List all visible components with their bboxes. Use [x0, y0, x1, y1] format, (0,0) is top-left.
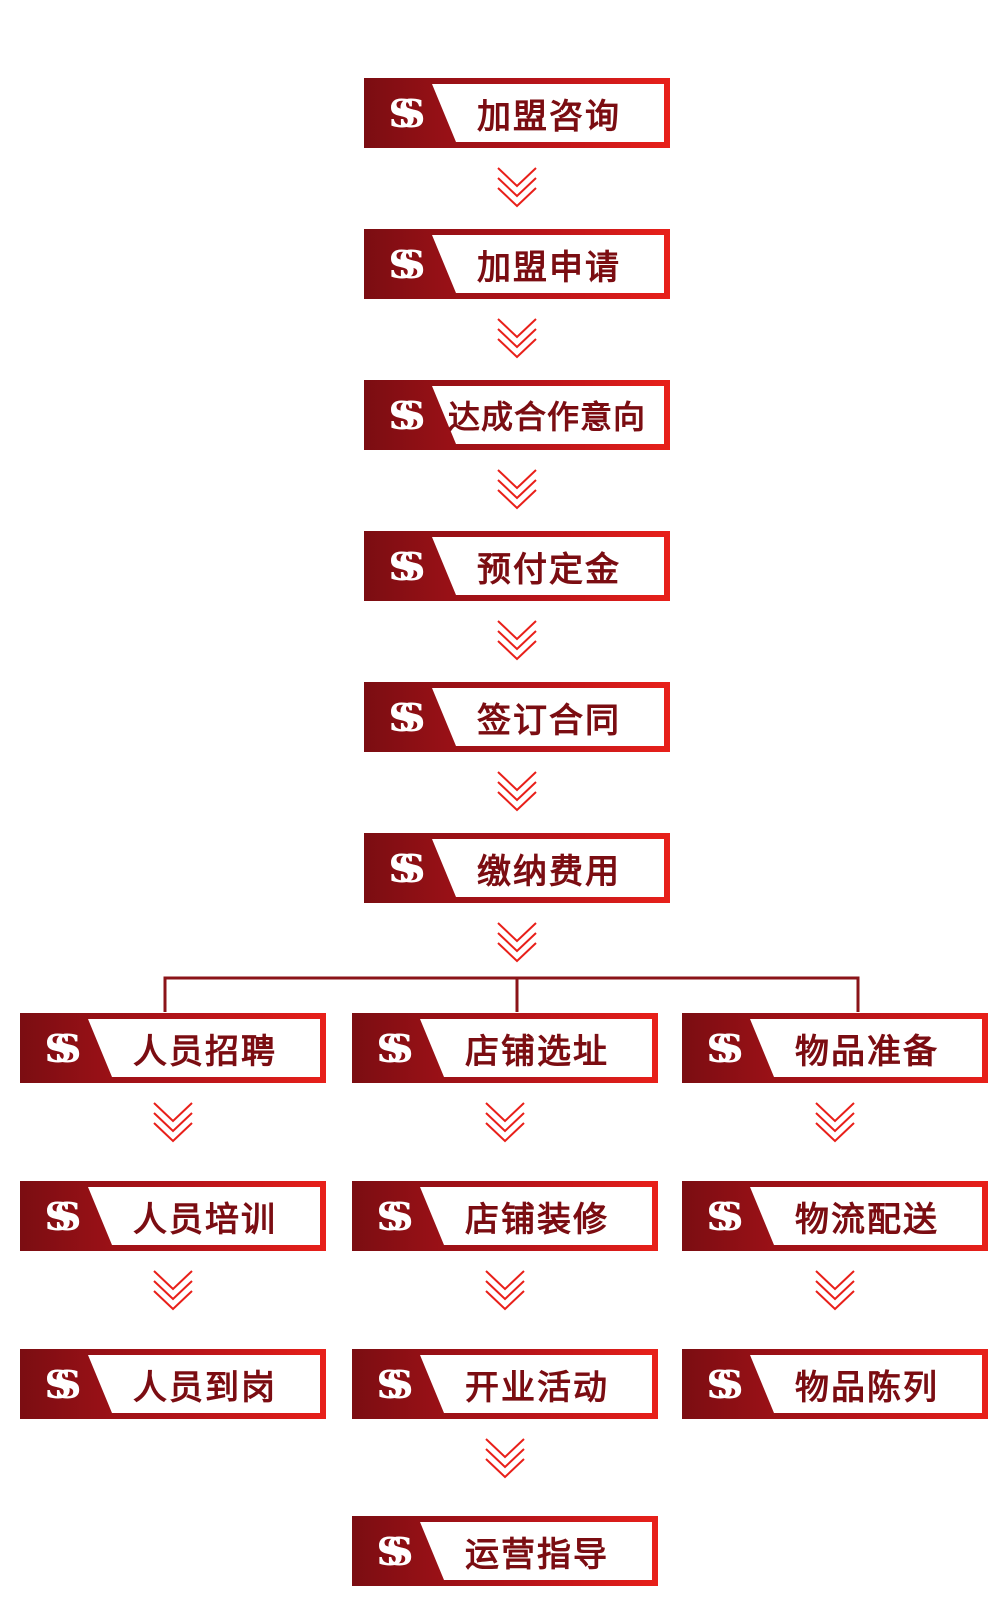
step-frame: [364, 833, 670, 903]
double-chevron-down-icon: [812, 1099, 858, 1145]
step-label: 缴纳费用: [477, 851, 621, 892]
step-frame: [364, 380, 670, 450]
step-label: 加盟申请: [477, 247, 621, 288]
double-chevron-down-icon: [150, 1267, 196, 1313]
step-label: 物品准备: [795, 1031, 939, 1072]
step-label: 运营指导: [465, 1534, 609, 1575]
branch-line: [163, 976, 860, 1012]
double-chevron-down-icon: [494, 164, 540, 210]
step-frame: [682, 1349, 988, 1419]
step-frame: [20, 1181, 326, 1251]
double-chevron-down-icon: [494, 315, 540, 361]
step-frame: [352, 1013, 658, 1083]
step-label: 达成合作意向: [447, 398, 646, 436]
step-frame: [20, 1349, 326, 1419]
step-frame: [20, 1013, 326, 1083]
double-chevron-down-icon: [482, 1267, 528, 1313]
step-label: 人员到岗: [133, 1367, 277, 1408]
step-frame: [364, 682, 670, 752]
double-chevron-down-icon: [812, 1267, 858, 1313]
step-label: 店铺装修: [465, 1199, 609, 1240]
step-frame: [364, 531, 670, 601]
step-frame: [682, 1181, 988, 1251]
step-label: 开业活动: [465, 1367, 609, 1408]
step-label: 加盟咨询: [477, 96, 621, 137]
step-frame: [682, 1013, 988, 1083]
step-label: 物品陈列: [795, 1367, 939, 1408]
double-chevron-down-icon: [494, 919, 540, 965]
step-frame: [352, 1516, 658, 1586]
step-frame: [352, 1181, 658, 1251]
step-frame: [364, 229, 670, 299]
step-frame: [352, 1349, 658, 1419]
double-chevron-down-icon: [494, 617, 540, 663]
step-label: 人员培训: [133, 1199, 277, 1240]
double-chevron-down-icon: [482, 1099, 528, 1145]
step-label: 店铺选址: [465, 1031, 609, 1072]
step-label: 物流配送: [795, 1199, 939, 1240]
step-label: 预付定金: [477, 549, 621, 590]
step-label: 签订合同: [477, 700, 621, 741]
double-chevron-down-icon: [494, 768, 540, 814]
double-chevron-down-icon: [482, 1435, 528, 1481]
double-chevron-down-icon: [150, 1099, 196, 1145]
step-frame: [364, 78, 670, 148]
double-chevron-down-icon: [494, 466, 540, 512]
step-label: 人员招聘: [133, 1031, 277, 1072]
